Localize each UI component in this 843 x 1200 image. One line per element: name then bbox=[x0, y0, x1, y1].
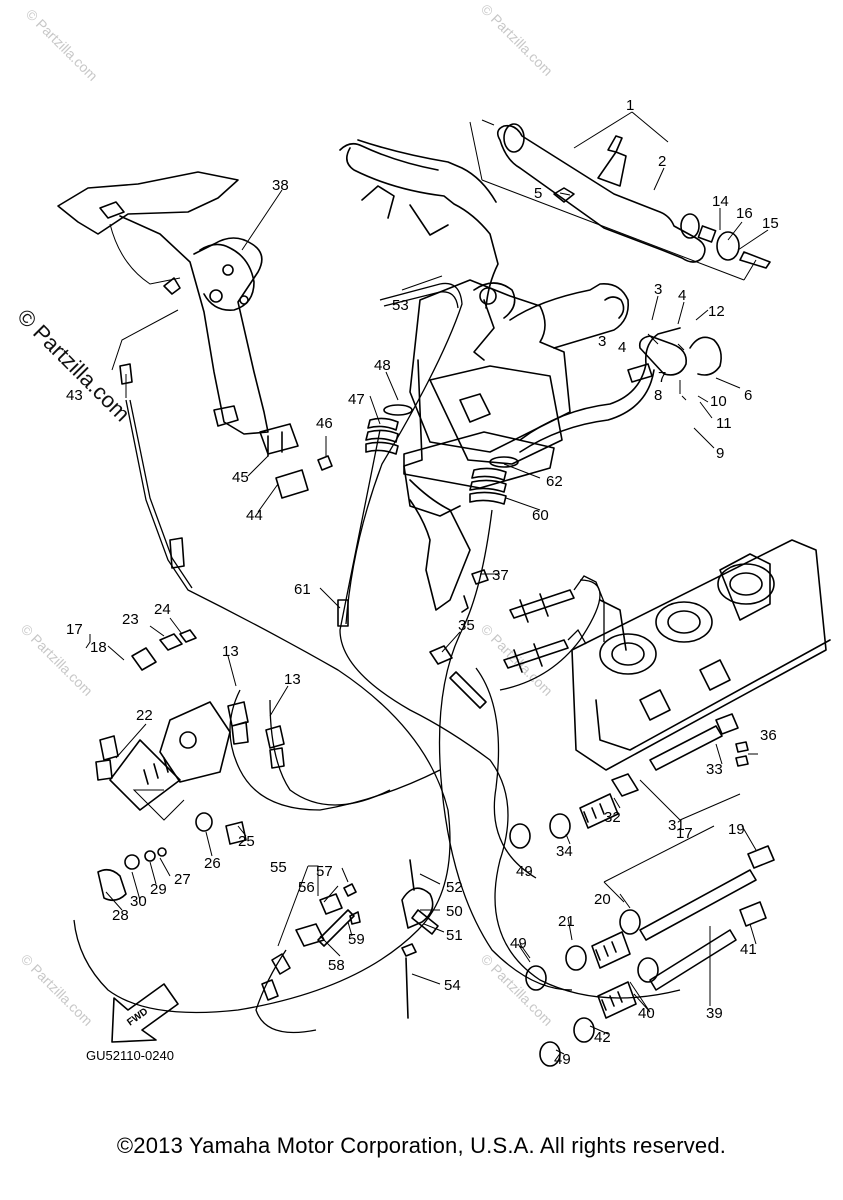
callout-28: 28 bbox=[112, 907, 129, 924]
watermark-tile: © Partzilla.com bbox=[18, 951, 96, 1029]
throttle-lever bbox=[57, 171, 269, 435]
lower-left-brackets bbox=[97, 629, 247, 902]
callout-21: 21 bbox=[558, 913, 575, 930]
callout-54: 54 bbox=[444, 977, 461, 994]
callout-8: 8 bbox=[654, 387, 662, 404]
callout-45: 45 bbox=[232, 469, 249, 486]
bellows bbox=[365, 404, 519, 505]
fwd-arrow-icon: FWD bbox=[111, 983, 179, 1043]
watermark-side: © Partzilla.com bbox=[12, 304, 135, 427]
callout-62: 62 bbox=[546, 473, 563, 490]
callout-48: 48 bbox=[374, 357, 391, 374]
callout-3: 3 bbox=[598, 333, 606, 350]
callout-17: 17 bbox=[676, 825, 693, 842]
callout-9: 9 bbox=[716, 445, 724, 462]
callout-55: 55 bbox=[270, 859, 287, 876]
watermark-tile: © Partzilla.com bbox=[478, 951, 556, 1029]
callout-35: 35 bbox=[458, 617, 475, 634]
callout-31: 31 bbox=[668, 817, 685, 834]
callout-49: 49 bbox=[554, 1051, 571, 1068]
callout-16: 16 bbox=[736, 205, 753, 222]
callout-5: 5 bbox=[534, 185, 542, 202]
callout-13: 13 bbox=[284, 671, 301, 688]
callout-34: 34 bbox=[556, 843, 573, 860]
callout-7: 7 bbox=[658, 369, 666, 386]
callout-12: 12 bbox=[708, 303, 725, 320]
watermark-tile: © Partzilla.com bbox=[18, 621, 96, 699]
handlebar bbox=[339, 139, 722, 453]
callout-44: 44 bbox=[246, 507, 263, 524]
callout-39: 39 bbox=[706, 1005, 723, 1022]
callout-38: 38 bbox=[272, 177, 289, 194]
callout-42: 42 bbox=[594, 1029, 611, 1046]
callout-37: 37 bbox=[492, 567, 509, 584]
callout-58: 58 bbox=[328, 957, 345, 974]
callout-51: 51 bbox=[446, 927, 463, 944]
callout-23: 23 bbox=[122, 611, 139, 628]
callout-61: 61 bbox=[294, 581, 311, 598]
callout-13: 13 bbox=[222, 643, 239, 660]
callout-53: 53 bbox=[392, 297, 409, 314]
callout-49: 49 bbox=[510, 935, 527, 952]
callout-59: 59 bbox=[348, 931, 365, 948]
callout-43: 43 bbox=[66, 387, 83, 404]
callout-47: 47 bbox=[348, 391, 365, 408]
callout-33: 33 bbox=[706, 761, 723, 778]
callout-3: 3 bbox=[654, 281, 662, 298]
callout-15: 15 bbox=[762, 215, 779, 232]
callout-25: 25 bbox=[238, 833, 255, 850]
callout-6: 6 bbox=[744, 387, 752, 404]
callout-32: 32 bbox=[604, 809, 621, 826]
callout-4: 4 bbox=[678, 287, 686, 304]
callout-36: 36 bbox=[760, 727, 777, 744]
callout-labels: 1 2 3 3 4 4 5 6 7 8 9 10 11 12 13 13 14 … bbox=[66, 97, 779, 1068]
callout-41: 41 bbox=[740, 941, 757, 958]
carburetor-bank bbox=[571, 539, 831, 771]
callout-29: 29 bbox=[150, 881, 167, 898]
cable-components bbox=[509, 713, 775, 1067]
callout-30: 30 bbox=[130, 893, 147, 910]
callout-17: 17 bbox=[66, 621, 83, 638]
callout-24: 24 bbox=[154, 601, 171, 618]
cable-clips bbox=[259, 423, 333, 499]
callout-20: 20 bbox=[594, 891, 611, 908]
callout-2: 2 bbox=[658, 153, 666, 170]
watermark-tile: © Partzilla.com bbox=[478, 1, 556, 79]
leader-lines bbox=[85, 111, 769, 1055]
callout-22: 22 bbox=[136, 707, 153, 724]
callout-26: 26 bbox=[204, 855, 221, 872]
callout-18: 18 bbox=[90, 639, 107, 656]
callout-10: 10 bbox=[710, 393, 727, 410]
callout-1: 1 bbox=[626, 97, 634, 114]
steering-column bbox=[403, 279, 571, 611]
grip-assembly bbox=[469, 119, 771, 281]
cables bbox=[73, 282, 681, 1014]
callout-57: 57 bbox=[316, 863, 333, 880]
callout-19: 19 bbox=[728, 821, 745, 838]
callout-27: 27 bbox=[174, 871, 191, 888]
callout-46: 46 bbox=[316, 415, 333, 432]
diagram-code: GU52110-0240 bbox=[86, 1048, 174, 1063]
callout-56: 56 bbox=[298, 879, 315, 896]
clip-parts bbox=[255, 859, 439, 1034]
callout-14: 14 bbox=[712, 193, 729, 210]
choke-cables bbox=[461, 569, 605, 673]
callout-52: 52 bbox=[446, 879, 463, 896]
callout-4: 4 bbox=[618, 339, 626, 356]
copyright-notice: ©2013 Yamaha Motor Corporation, U.S.A. A… bbox=[116, 1133, 727, 1158]
callout-49: 49 bbox=[516, 863, 533, 880]
watermark-tile: © Partzilla.com bbox=[23, 6, 101, 84]
callout-11: 11 bbox=[716, 415, 732, 432]
callout-40: 40 bbox=[638, 1005, 655, 1022]
callout-50: 50 bbox=[446, 903, 463, 920]
callout-60: 60 bbox=[532, 507, 549, 524]
